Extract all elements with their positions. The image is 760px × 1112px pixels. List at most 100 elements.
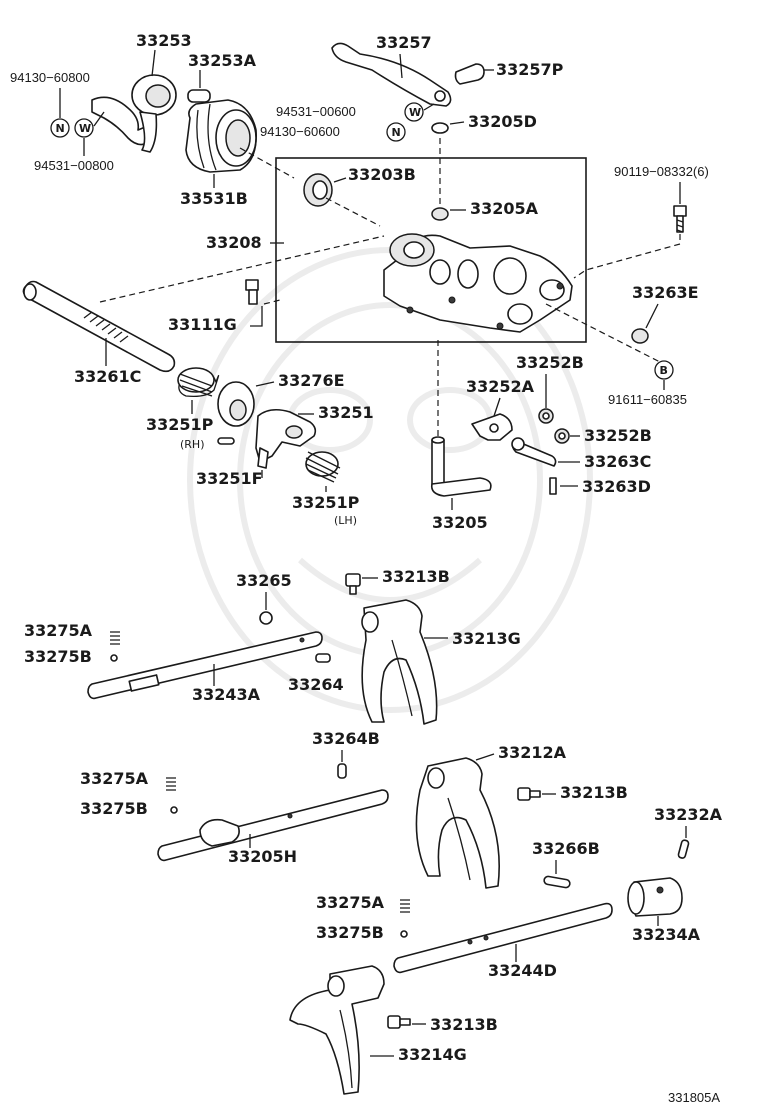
part-33261C-shift-shaft[interactable] xyxy=(22,280,176,373)
label-33275B-3: 33275B xyxy=(316,923,384,942)
part-90119-08332-bolt[interactable] xyxy=(673,205,687,233)
part-33214G-shift-fork[interactable] xyxy=(289,965,385,1095)
part-33252A-lever[interactable] xyxy=(471,413,513,441)
label-33264: 33264 xyxy=(288,675,344,694)
part-33275B-ball-3[interactable] xyxy=(400,930,408,938)
label-33251P-lh: 33251P xyxy=(292,493,360,512)
part-33205-inner-lever[interactable] xyxy=(430,436,492,497)
label-33213G: 33213G xyxy=(452,629,521,648)
part-33276E-retainer[interactable] xyxy=(217,381,255,427)
part-33213G-shift-fork[interactable] xyxy=(361,599,438,725)
part-33208-shift-housing[interactable] xyxy=(383,233,573,333)
part-33205D-washer[interactable] xyxy=(431,122,449,134)
guide-line xyxy=(99,235,385,303)
label-33263C: 33263C xyxy=(584,452,651,471)
label-33275B-1: 33275B xyxy=(24,647,92,666)
leader-washer-600 xyxy=(423,103,435,111)
label-33275A-3: 33275A xyxy=(316,893,385,912)
part-33232A-pin[interactable] xyxy=(677,839,690,859)
label-33257P: 33257P xyxy=(496,60,564,79)
label-94531-00800: 94531−00800 xyxy=(34,158,114,173)
part-33252B-washer-mid[interactable] xyxy=(554,428,570,444)
label-33243A: 33243A xyxy=(192,685,261,704)
leader-33253 xyxy=(151,49,156,77)
label-33203B: 33203B xyxy=(348,165,416,184)
guide-line xyxy=(545,303,661,363)
part-33212A-shift-fork[interactable] xyxy=(415,757,500,889)
label-33212A: 33212A xyxy=(498,743,567,762)
figure-code: 331805A xyxy=(668,1090,720,1105)
part-33257P-pin[interactable] xyxy=(454,63,485,85)
label-94130-60600: 94130−60600 xyxy=(260,124,340,139)
part-33253-lever[interactable] xyxy=(91,74,177,153)
part-33111G-breather[interactable] xyxy=(245,279,259,305)
svg-text:B: B xyxy=(660,364,668,377)
label-33276E: 33276E xyxy=(278,371,345,390)
bolt-badge-icon: B xyxy=(654,360,674,380)
guide-line xyxy=(573,234,681,279)
svg-text:W: W xyxy=(409,106,421,119)
part-33531B-boot[interactable] xyxy=(185,99,257,173)
part-33243A-fork-shaft[interactable] xyxy=(87,631,323,700)
leader-33212A xyxy=(475,753,495,761)
part-33213B-bolt-2[interactable] xyxy=(517,787,541,801)
guide-line xyxy=(325,197,381,227)
part-33205A-bushing[interactable] xyxy=(431,207,449,221)
part-33265-ball[interactable] xyxy=(259,611,273,625)
part-33275A-spring-2[interactable] xyxy=(166,777,176,791)
label-33111G: 33111G xyxy=(168,315,237,334)
washer-badge-icon: W xyxy=(74,118,94,138)
part-33264-pin[interactable] xyxy=(315,653,331,663)
part-33253A-pin[interactable] xyxy=(187,89,211,103)
label-33263D: 33263D xyxy=(582,477,651,496)
part-33251P-spring-lh[interactable] xyxy=(305,451,341,483)
part-33275A-spring-3[interactable] xyxy=(400,899,410,913)
assembly-boundary-box xyxy=(275,157,587,343)
part-33275B-ball[interactable] xyxy=(110,654,118,662)
label-33244D: 33244D xyxy=(488,961,557,980)
label-33253A: 33253A xyxy=(188,51,257,70)
leader-33111G xyxy=(250,306,263,327)
label-33263E: 33263E xyxy=(632,283,699,302)
part-33213B-bolt[interactable] xyxy=(345,573,361,595)
label-33251F: 33251F xyxy=(196,469,263,488)
leader-33203B xyxy=(333,177,347,183)
label-33213B-3: 33213B xyxy=(430,1015,498,1034)
leader-33205D xyxy=(449,121,465,125)
label-33251: 33251 xyxy=(318,403,374,422)
svg-text:N: N xyxy=(392,126,401,139)
leader-33276E xyxy=(255,381,275,387)
label-33205A: 33205A xyxy=(470,199,539,218)
part-33205H-fork-shaft[interactable] xyxy=(157,789,389,862)
label-33214G: 33214G xyxy=(398,1045,467,1064)
label-33531B: 33531B xyxy=(180,189,248,208)
label-33213B-1: 33213B xyxy=(382,567,450,586)
part-33213B-bolt-3[interactable] xyxy=(387,1015,411,1029)
label-33252B-mid: 33252B xyxy=(584,426,652,445)
part-33234A-head[interactable] xyxy=(627,877,683,917)
svg-text:W: W xyxy=(79,122,91,135)
part-33263C-pin[interactable] xyxy=(511,437,557,467)
label-33205: 33205 xyxy=(432,513,488,532)
part-33251F-pin[interactable] xyxy=(217,437,235,445)
part-33244D-fork-shaft[interactable] xyxy=(393,902,613,974)
label-33253: 33253 xyxy=(136,31,192,50)
label-94130-60800: 94130−60800 xyxy=(10,70,90,85)
part-33251P-spring-rh[interactable] xyxy=(177,367,220,398)
washer-badge-icon: W xyxy=(404,102,424,122)
part-33264B-pin[interactable] xyxy=(337,763,347,779)
part-33266B-pin[interactable] xyxy=(543,875,571,889)
svg-text:N: N xyxy=(56,122,65,135)
part-33257-shift-lever[interactable] xyxy=(331,42,452,107)
guide-line xyxy=(263,299,281,305)
part-33263E-plug[interactable] xyxy=(631,328,649,344)
part-33263D-pin[interactable] xyxy=(549,477,557,495)
part-33203B-oil-seal[interactable] xyxy=(303,173,333,207)
leader-33263E xyxy=(645,303,659,329)
part-33251-select-lever[interactable] xyxy=(255,408,317,469)
part-33275A-spring[interactable] xyxy=(110,631,120,645)
part-33252B-washer[interactable] xyxy=(538,408,554,424)
label-33275A-1: 33275A xyxy=(24,621,93,640)
part-33275B-ball-2[interactable] xyxy=(170,806,178,814)
